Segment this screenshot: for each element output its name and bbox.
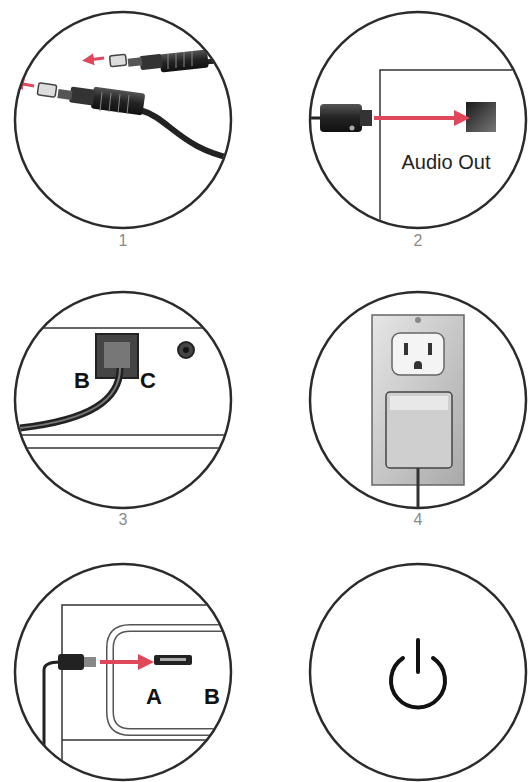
rear-panel xyxy=(10,328,240,448)
usb-panel xyxy=(44,605,240,780)
step-number: 4 xyxy=(414,511,423,529)
power-symbol xyxy=(391,640,445,707)
port-label: Audio Out xyxy=(402,151,491,173)
step-number: 2 xyxy=(414,232,423,250)
port-letter: B xyxy=(74,369,90,393)
step-number: 1 xyxy=(119,232,128,250)
step-number: 3 xyxy=(119,511,128,529)
wall-outlet xyxy=(372,315,464,540)
port-letter: B xyxy=(204,685,220,709)
port-letter: C xyxy=(140,369,156,393)
audio-out-panel xyxy=(300,70,531,240)
port-letter: A xyxy=(146,685,162,709)
